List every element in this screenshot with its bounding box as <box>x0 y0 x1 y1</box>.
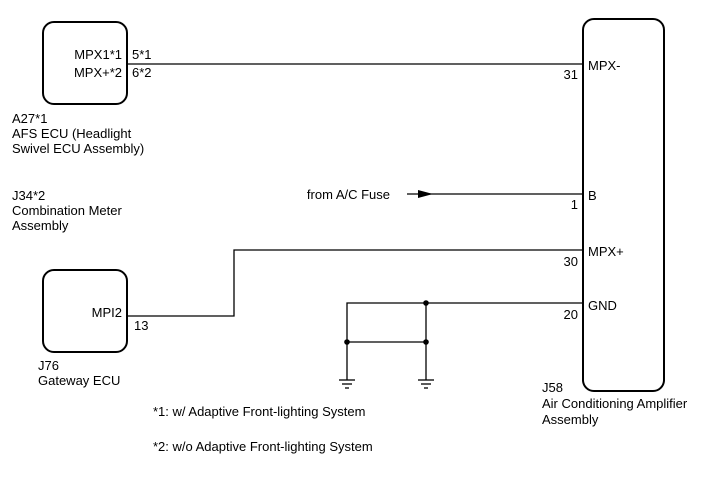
splice-points <box>344 300 429 345</box>
gateway-ecu-name: Gateway ECU <box>38 373 120 388</box>
afs-ecu-ref: A27*1 <box>12 111 47 126</box>
source-label: from A/C Fuse <box>307 187 390 202</box>
afs-ecu-box <box>42 21 128 105</box>
amplifier-pin-gnd-label: GND <box>588 298 617 313</box>
gateway-ecu-box <box>42 269 128 353</box>
gateway-ecu-ref: J76 <box>38 358 59 373</box>
ground-icon <box>418 379 434 389</box>
afs-ecu-pin2-number: 6*2 <box>132 65 152 80</box>
amplifier-box <box>582 18 665 392</box>
amplifier-ref: J58 <box>542 380 563 395</box>
combination-meter-labels: J34*2 Combination Meter Assembly <box>12 188 122 233</box>
afs-ecu-pin1-number: 5*1 <box>132 47 152 62</box>
amplifier-name-line2: Assembly <box>542 412 599 427</box>
gateway-ecu-pin-label: MPI2 <box>92 305 122 320</box>
gateway-ecu-block: MPI2 13 J76 Gateway ECU <box>38 269 148 388</box>
afs-ecu-pin1-label: MPX1*1 <box>74 47 122 62</box>
combination-meter-ref: J34*2 <box>12 188 45 203</box>
amplifier-name-line1: Air Conditioning Amplifier <box>542 396 688 411</box>
ground-icon <box>339 379 355 389</box>
note-1: *1: w/ Adaptive Front-lighting System <box>153 404 365 419</box>
splice-dot <box>344 339 350 345</box>
wire-gnd-main <box>346 302 583 380</box>
amplifier-pin-mpx-plus-number: 30 <box>564 254 578 269</box>
arrow-right-icon <box>418 190 433 198</box>
wires <box>127 63 583 380</box>
splice-dot <box>423 300 429 306</box>
combination-meter-name-line2: Assembly <box>12 218 69 233</box>
gateway-ecu-pin-number: 13 <box>134 318 148 333</box>
amplifier-pin-b-label: B <box>588 188 597 203</box>
amplifier-pin-b-number: 1 <box>571 197 578 212</box>
amplifier-pin-mpx-plus-label: MPX+ <box>588 244 624 259</box>
combination-meter-name-line1: Combination Meter <box>12 203 122 218</box>
splice-dot <box>423 339 429 345</box>
amplifier-pin-mpx-minus-label: MPX- <box>588 58 621 73</box>
afs-ecu-name-line2: Swivel ECU Assembly) <box>12 141 144 156</box>
amplifier-pin-gnd-number: 20 <box>564 307 578 322</box>
amplifier-block: MPX- 31 B 1 MPX+ 30 GND 20 J58 Air Condi… <box>542 18 688 427</box>
afs-ecu-block: MPX1*1 MPX+*2 5*1 6*2 A27*1 AFS ECU (Hea… <box>12 21 152 156</box>
wire-mpx-plus <box>127 249 583 317</box>
note-2: *2: w/o Adaptive Front-lighting System <box>153 439 373 454</box>
amplifier-pin-mpx-minus-number: 31 <box>564 67 578 82</box>
afs-ecu-pin2-label: MPX+*2 <box>74 65 122 80</box>
afs-ecu-name-line1: AFS ECU (Headlight <box>12 126 132 141</box>
